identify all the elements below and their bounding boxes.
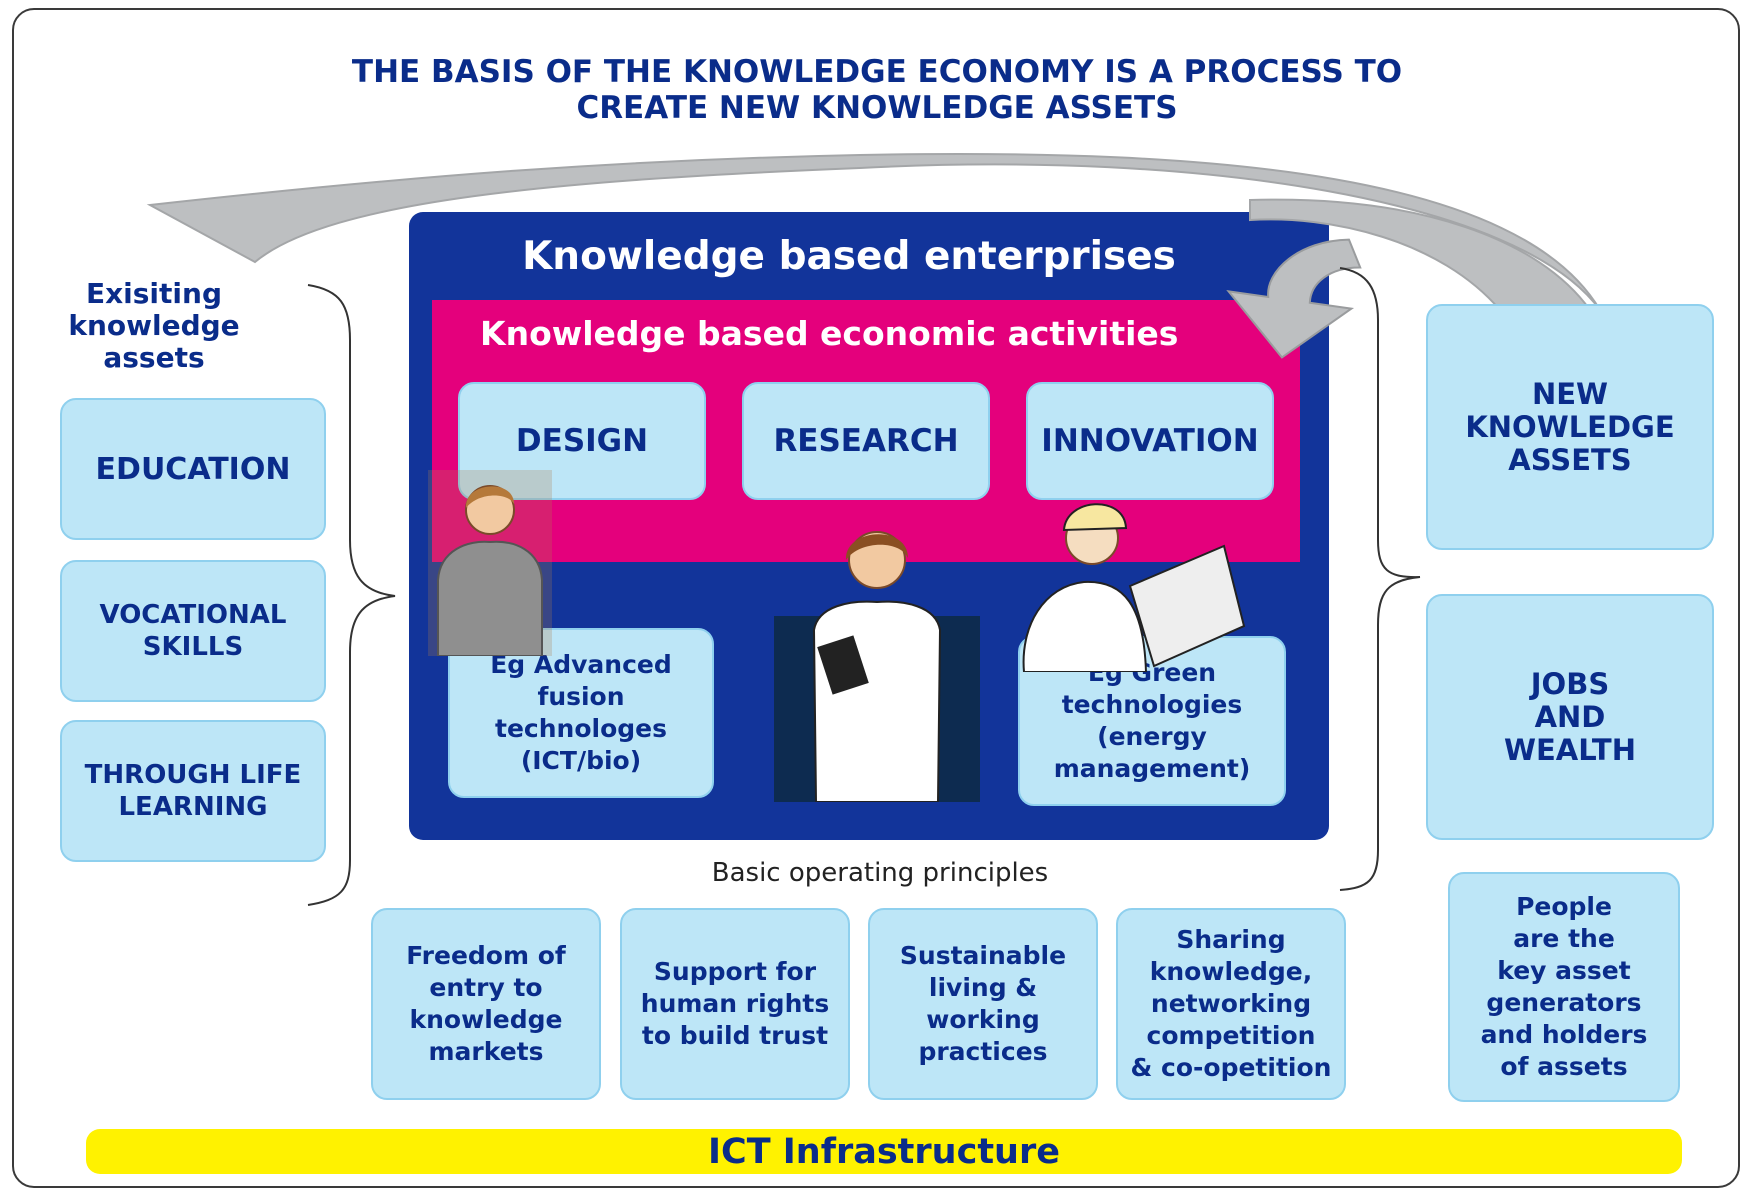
through-life-learning-box: THROUGH LIFE LEARNING xyxy=(60,720,326,862)
box-line: THROUGH LIFE xyxy=(84,760,302,790)
innovation-box: INNOVATION xyxy=(1026,382,1274,500)
principle-box: Sustainable living & working practices xyxy=(868,908,1098,1100)
box-line: to build trust xyxy=(641,1021,829,1050)
box-line: WEALTH xyxy=(1504,732,1636,767)
box-line: living & xyxy=(928,973,1038,1002)
box-line: INNOVATION xyxy=(1041,423,1259,459)
box-line: VOCATIONAL xyxy=(99,600,287,630)
education-box: EDUCATION xyxy=(60,398,326,540)
box-line: (ICT/bio) xyxy=(520,746,642,775)
box-line: practices xyxy=(918,1037,1048,1066)
box-line: EDUCATION xyxy=(95,451,291,487)
research-box: RESEARCH xyxy=(742,382,990,500)
box-line: & co-opetition xyxy=(1130,1053,1332,1082)
box-line: key asset xyxy=(1497,956,1631,985)
principle-box: Support for human rights to build trust xyxy=(620,908,850,1100)
box-line: RESEARCH xyxy=(773,423,959,459)
existing-heading-line: knowledge xyxy=(68,309,240,342)
box-line: People xyxy=(1516,892,1612,921)
ict-infrastructure-label: ICT Infrastructure xyxy=(708,1131,1060,1172)
principles-label: Basic operating principles xyxy=(711,858,1049,888)
box-line: NEW xyxy=(1531,376,1609,411)
box-line: entry to xyxy=(429,973,543,1002)
design-box: DESIGN xyxy=(458,382,706,500)
box-line: management) xyxy=(1053,754,1251,783)
box-line: markets xyxy=(428,1037,544,1066)
box-line: knowledge xyxy=(409,1005,563,1034)
box-line: fusion xyxy=(537,682,625,711)
new-knowledge-assets-box: NEW KNOWLEDGE ASSETS xyxy=(1426,304,1714,550)
box-line: LEARNING xyxy=(118,792,268,822)
inner-curved-arrow xyxy=(1226,238,1362,359)
businesswoman-figure xyxy=(428,470,552,656)
title-line-1: THE BASIS OF THE KNOWLEDGE ECONOMY IS A … xyxy=(351,54,1403,90)
existing-heading-line: Exisiting xyxy=(85,277,222,310)
box-line: ASSETS xyxy=(1508,442,1632,477)
existing-heading-line: assets xyxy=(103,341,205,374)
top-arc-arrow xyxy=(146,153,1601,311)
doctor-figure xyxy=(774,531,980,802)
box-line: human rights xyxy=(640,989,830,1018)
box-line: Freedom of xyxy=(406,941,566,970)
box-line: generators xyxy=(1486,988,1642,1017)
jobs-and-wealth-box: JOBS AND WEALTH xyxy=(1426,594,1714,840)
box-line: of assets xyxy=(1500,1052,1628,1081)
diagram-title: THE BASIS OF THE KNOWLEDGE ECONOMY IS A … xyxy=(300,54,1454,126)
box-line: are the xyxy=(1513,924,1615,953)
engineer-figure xyxy=(1022,503,1246,672)
box-line: (energy xyxy=(1097,722,1207,751)
box-line: JOBS xyxy=(1530,666,1610,701)
left-brace xyxy=(307,284,396,906)
vocational-skills-box: VOCATIONAL SKILLS xyxy=(60,560,326,702)
principle-box: Freedom of entry to knowledge markets xyxy=(371,908,601,1100)
existing-assets-heading: Exisiting knowledge assets xyxy=(48,278,260,374)
box-line: working xyxy=(926,1005,1040,1034)
ict-infrastructure-bar: ICT Infrastructure xyxy=(86,1129,1682,1174)
principle-box: Sharing knowledge, networking competitio… xyxy=(1116,908,1346,1100)
enterprises-title: Knowledge based enterprises xyxy=(522,234,1176,279)
box-line: Support for xyxy=(653,957,817,986)
box-line: SKILLS xyxy=(142,632,244,662)
box-line: and holders xyxy=(1480,1020,1648,1049)
box-line: DESIGN xyxy=(515,423,649,459)
box-line: Sustainable xyxy=(899,941,1067,970)
diagram-frame xyxy=(12,8,1740,1188)
title-line-2: CREATE NEW KNOWLEDGE ASSETS xyxy=(576,90,1178,126)
box-line: AND xyxy=(1534,699,1606,734)
activities-title: Knowledge based economic activities xyxy=(480,314,1179,353)
box-line: KNOWLEDGE xyxy=(1465,409,1675,444)
box-line: Sharing xyxy=(1176,925,1286,954)
box-line: competition xyxy=(1146,1021,1316,1050)
box-line: technologes xyxy=(495,714,667,743)
box-line: knowledge, xyxy=(1149,957,1313,986)
people-box: People are the key asset generators and … xyxy=(1448,872,1680,1102)
box-line: networking xyxy=(1150,989,1312,1018)
box-line: technologies xyxy=(1061,690,1243,719)
right-brace xyxy=(1339,267,1421,891)
